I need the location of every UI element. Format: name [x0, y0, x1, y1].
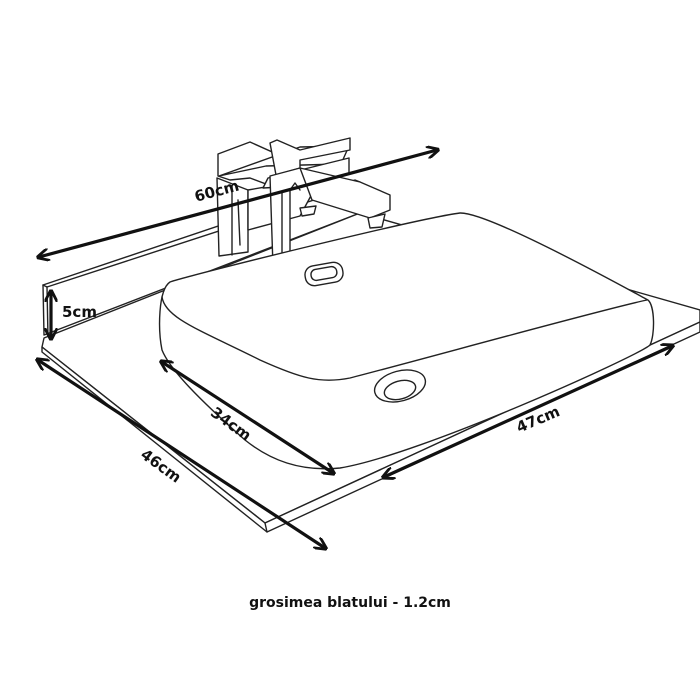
backsplash-height-label: 5cm: [62, 303, 97, 321]
basin-width-arrow: [384, 346, 672, 477]
width-arrow: [39, 150, 437, 257]
thickness-caption: grosimea blatului - 1.2cm: [249, 595, 451, 611]
overflow-icon: [304, 261, 344, 287]
basin-depth-arrow: [162, 362, 333, 473]
